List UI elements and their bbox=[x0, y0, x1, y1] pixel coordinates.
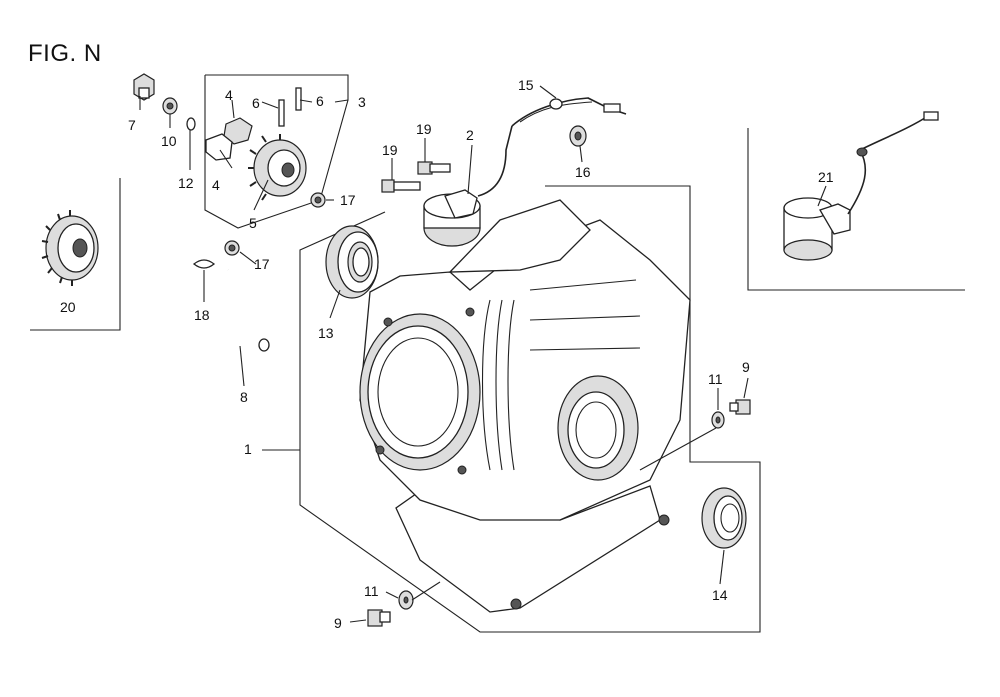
bolt-19b bbox=[381, 179, 421, 193]
callout-2: 2 bbox=[466, 127, 474, 143]
drain-bolt-9-right bbox=[729, 399, 751, 415]
oil-seal-14 bbox=[701, 487, 747, 549]
callout-9-right: 9 bbox=[742, 359, 750, 375]
callout-10: 10 bbox=[161, 133, 177, 149]
grommet-16 bbox=[569, 125, 587, 147]
oil-alert-21 bbox=[783, 111, 939, 261]
callout-5: 5 bbox=[249, 215, 257, 231]
callout-20: 20 bbox=[60, 299, 76, 315]
callout-9-bottom: 9 bbox=[334, 615, 342, 631]
callout-21: 21 bbox=[818, 169, 834, 185]
callout-8: 8 bbox=[240, 389, 248, 405]
callout-17a: 17 bbox=[340, 192, 356, 208]
washer-10 bbox=[162, 97, 178, 115]
washer-17a bbox=[310, 192, 326, 208]
callout-6a: 6 bbox=[252, 95, 260, 111]
bolt-7 bbox=[133, 73, 155, 101]
callout-4b: 4 bbox=[212, 177, 220, 193]
leader-lines bbox=[139, 85, 827, 623]
callout-6b: 6 bbox=[316, 93, 324, 109]
callout-4a: 4 bbox=[225, 87, 233, 103]
callout-19a: 19 bbox=[416, 121, 432, 137]
washer-11-bottom bbox=[398, 590, 414, 610]
pin-6a bbox=[278, 99, 285, 127]
pin-6b bbox=[295, 87, 302, 111]
callout-11-bottom: 11 bbox=[364, 583, 379, 599]
callout-18: 18 bbox=[194, 307, 210, 323]
washer-17b bbox=[224, 240, 240, 256]
figure-title: FIG. N bbox=[28, 40, 102, 67]
callout-1: 1 bbox=[244, 441, 252, 457]
drain-bolt-9-bottom bbox=[367, 609, 391, 627]
clip-18 bbox=[192, 259, 216, 269]
callout-13: 13 bbox=[318, 325, 334, 341]
bearing-13 bbox=[325, 225, 379, 299]
callout-labels: 1 2 3 4 4 5 6 6 7 8 9 9 10 11 11 12 13 1… bbox=[60, 77, 834, 631]
pump-gear-5 bbox=[248, 134, 307, 201]
gear-20 bbox=[41, 210, 99, 286]
bolt-19a bbox=[417, 161, 451, 175]
callout-16: 16 bbox=[575, 164, 591, 180]
callout-7: 7 bbox=[128, 117, 136, 133]
callout-11-right: 11 bbox=[708, 371, 723, 387]
callout-19b: 19 bbox=[382, 142, 398, 158]
pipe-8 bbox=[225, 269, 270, 352]
callout-14: 14 bbox=[712, 587, 728, 603]
crankcase-1 bbox=[359, 199, 691, 613]
callout-17b: 17 bbox=[254, 256, 270, 272]
oil-sensor-2 bbox=[423, 125, 513, 247]
callout-15: 15 bbox=[518, 77, 534, 93]
callout-3: 3 bbox=[358, 94, 366, 110]
wire-15 bbox=[511, 97, 627, 127]
callout-12: 12 bbox=[178, 175, 194, 191]
washer-11-right bbox=[711, 411, 725, 429]
rotor-4b bbox=[205, 133, 233, 161]
ring-12 bbox=[186, 117, 196, 131]
